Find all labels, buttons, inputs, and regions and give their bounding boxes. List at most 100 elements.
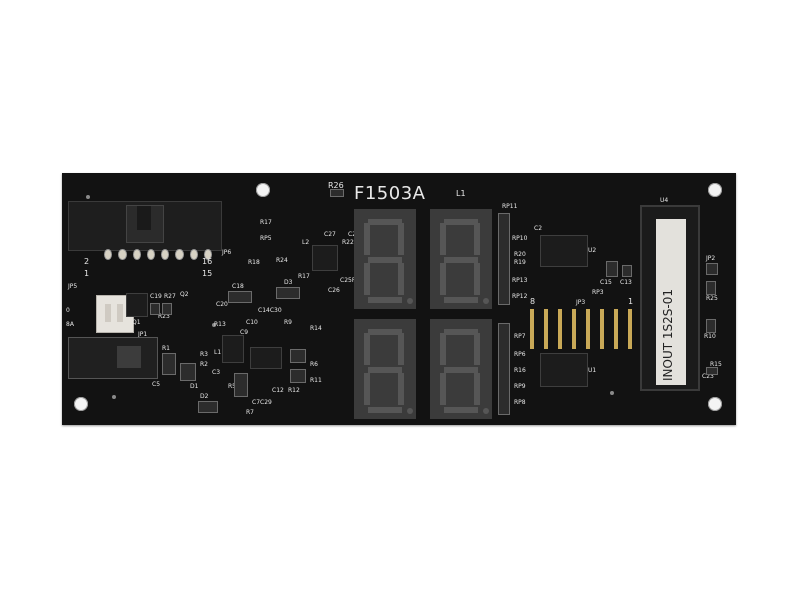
silk-r26: R26: [328, 181, 344, 190]
via-icon: [610, 391, 614, 395]
segment-b: [474, 333, 480, 365]
silk-r7: R7: [246, 409, 254, 416]
decimal-point: [407, 408, 413, 414]
smd-ic: [250, 347, 282, 369]
silk-16: 16: [202, 257, 213, 266]
silk-l1b: L1: [214, 349, 222, 356]
silk-rp11: RP11: [502, 203, 518, 210]
resistor-r25: [706, 281, 716, 295]
silk-u2: U2: [588, 247, 597, 254]
silk-r15: R15: [710, 361, 722, 368]
silk-r24: R24: [276, 257, 288, 264]
segment-c: [474, 373, 480, 405]
silk-rp10: RP10: [512, 235, 528, 242]
segment-c: [398, 373, 404, 405]
silk-r14: R14: [310, 325, 322, 332]
segment-c: [398, 263, 404, 295]
silk-c19: C19: [150, 293, 162, 300]
digit-display-4: [430, 319, 492, 419]
silk-c2: C2: [534, 225, 543, 232]
silk-c13: C13: [620, 279, 632, 286]
silk-r10: R10: [704, 333, 716, 340]
silk-r11: R11: [310, 377, 322, 384]
silk-c7c29: C7C29: [252, 399, 272, 406]
silk-c18: C18: [232, 283, 244, 290]
segment-a: [444, 219, 478, 225]
silk-jp2: JP2: [706, 255, 716, 262]
silk-rp7: RP7: [514, 333, 526, 340]
seven-segment-icon: [364, 329, 413, 414]
digit-display-3: [354, 319, 416, 419]
silk-c10: C10: [246, 319, 258, 326]
silk-q1: Q1: [132, 319, 141, 326]
smd-part: [234, 373, 248, 397]
silk-c12: C12: [272, 387, 284, 394]
silk-1: 1: [84, 269, 90, 278]
silk-r9: R9: [284, 319, 292, 326]
mounting-hole-icon: [708, 183, 722, 197]
silk-c3: C3: [212, 369, 221, 376]
silk-c9: C9: [240, 329, 249, 336]
silk-r22: R22: [342, 239, 354, 246]
silk-r27: R27: [164, 293, 176, 300]
silk-r25: R25: [706, 295, 718, 302]
u4-chip-label: INOUT 1S2S-01: [656, 219, 686, 385]
segment-a: [368, 219, 402, 225]
silk-r2: R2: [200, 361, 208, 368]
silk-rp13: RP13: [512, 277, 528, 284]
segment-d: [444, 297, 478, 303]
silk-jp1: JP1: [138, 331, 148, 338]
segment-e: [440, 263, 446, 295]
silk-r6: R6: [310, 361, 318, 368]
silk-c25r2: C25R2: [340, 277, 360, 284]
segment-b: [474, 223, 480, 255]
board-title: F1503A: [354, 183, 426, 204]
via-icon: [212, 323, 216, 327]
segment-g: [444, 367, 478, 373]
silk-u4: U4: [660, 197, 669, 204]
silk-l2: L2: [302, 239, 310, 246]
smd-part: [180, 363, 196, 381]
resistor-pack: [498, 213, 510, 305]
silk-rp12: RP12: [512, 293, 528, 300]
silk-c27: C27: [324, 231, 336, 238]
jp3-pin-header: [524, 309, 638, 349]
decimal-point: [407, 298, 413, 304]
silk-jp3: JP3: [576, 299, 586, 306]
silk-q2: Q2: [180, 291, 189, 298]
silk-rp8: RP8: [514, 399, 526, 406]
silk-r1: R1: [162, 345, 170, 352]
diode-d3: [276, 287, 300, 299]
silk-d3: D3: [284, 279, 293, 286]
l1-inductor: [222, 335, 244, 363]
silk-15: 15: [202, 269, 213, 278]
segment-a: [368, 329, 402, 335]
silk-r23: R23: [158, 313, 170, 320]
silk-r17b: R17: [298, 273, 310, 280]
segment-g: [444, 257, 478, 263]
silk-d2: D2: [200, 393, 209, 400]
segment-e: [440, 373, 446, 405]
jumper-jp2: [706, 263, 718, 275]
segment-f: [364, 223, 370, 255]
segment-b: [398, 223, 404, 255]
silk-1b: 1: [628, 297, 634, 306]
silk-jp5: JP5: [68, 283, 78, 290]
silk-8a: 8A: [66, 321, 74, 328]
jp1-jumper: [68, 337, 158, 379]
mounting-hole-icon: [256, 183, 270, 197]
seven-segment-icon: [440, 219, 489, 304]
mounting-hole-icon: [708, 397, 722, 411]
decimal-point: [483, 408, 489, 414]
silk-c28: C28: [348, 231, 360, 238]
segment-e: [364, 373, 370, 405]
smd-part: [622, 265, 632, 277]
silk-rp5: RP5: [260, 235, 272, 242]
silk-r3: R3: [200, 351, 208, 358]
smd-part: [162, 353, 176, 375]
silk-c15: C15: [600, 279, 612, 286]
l2-inductor: [312, 245, 338, 271]
via-icon: [112, 395, 116, 399]
segment-d: [368, 297, 402, 303]
silk-r19: R19: [514, 259, 526, 266]
